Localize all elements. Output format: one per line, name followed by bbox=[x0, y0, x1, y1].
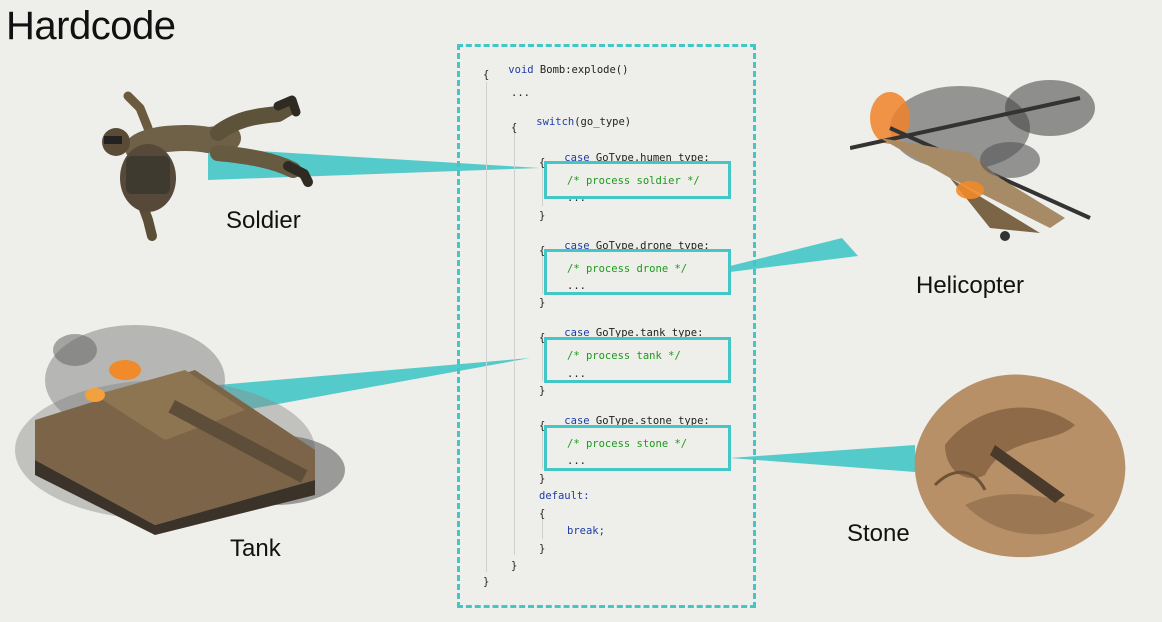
keyword: switch bbox=[536, 116, 575, 128]
code-brace: } bbox=[483, 576, 490, 588]
code-brace: { bbox=[539, 245, 546, 257]
code-brace: { bbox=[539, 508, 546, 520]
soldier-image bbox=[102, 91, 313, 241]
code-line-switch: switch(go_type) bbox=[511, 104, 631, 140]
indent-guide bbox=[542, 429, 543, 469]
code-ellipsis: ... bbox=[567, 455, 586, 467]
code-brace: } bbox=[539, 210, 546, 222]
code-default: default: bbox=[539, 490, 590, 502]
indent-guide bbox=[542, 341, 543, 381]
code-line-func: void Bomb:explode() bbox=[483, 52, 628, 88]
case-value: GoType.tank_type: bbox=[595, 327, 704, 339]
function-signature: Bomb:explode() bbox=[539, 64, 629, 76]
highlight-stone bbox=[544, 425, 731, 471]
code-brace: { bbox=[511, 122, 518, 134]
code-frame bbox=[457, 44, 756, 608]
indent-guide bbox=[542, 517, 543, 539]
code-brace: { bbox=[539, 420, 546, 432]
comment-drone: /* process drone */ bbox=[567, 263, 688, 275]
code-break: break; bbox=[567, 525, 605, 537]
code-line-case-stone: case GoType.stone_type: bbox=[539, 403, 710, 439]
stone-label: Stone bbox=[847, 520, 910, 547]
helicopter-label: Helicopter bbox=[916, 272, 1025, 299]
comment-tank: /* process tank */ bbox=[567, 350, 681, 362]
indent-guide bbox=[486, 82, 487, 572]
code-brace: { bbox=[483, 69, 490, 81]
soldier-label: Soldier bbox=[226, 207, 301, 234]
indent-guide bbox=[542, 254, 543, 294]
helicopter-image bbox=[850, 80, 1095, 241]
connector-tank bbox=[218, 358, 530, 415]
code-brace: } bbox=[511, 560, 518, 572]
code-brace: } bbox=[539, 297, 546, 309]
case-value: GoType.stone_type: bbox=[595, 415, 710, 427]
connector-helicopter bbox=[730, 238, 858, 272]
switch-arg: (go_type) bbox=[574, 116, 632, 128]
connector-stone bbox=[730, 445, 915, 472]
code-brace: } bbox=[539, 473, 546, 485]
keyword: case bbox=[564, 415, 590, 427]
comment-stone: /* process stone */ bbox=[567, 438, 688, 450]
code-brace: } bbox=[539, 543, 546, 555]
stone-image bbox=[914, 374, 1126, 558]
keyword: void bbox=[508, 64, 534, 76]
code-ellipsis: ... bbox=[511, 87, 530, 99]
code-brace: } bbox=[539, 385, 546, 397]
tank-image bbox=[15, 325, 345, 535]
slide-title: Hardcode bbox=[6, 4, 176, 48]
indent-guide bbox=[514, 130, 515, 555]
comment-soldier: /* process soldier */ bbox=[567, 175, 700, 187]
highlight-soldier bbox=[544, 161, 731, 199]
code-line-case-tank: case GoType.tank_type: bbox=[539, 315, 703, 351]
tank-label: Tank bbox=[230, 535, 281, 562]
highlight-tank bbox=[544, 337, 731, 383]
code-ellipsis: ... bbox=[567, 368, 586, 380]
code-ellipsis: ... bbox=[567, 280, 586, 292]
code-brace: { bbox=[539, 157, 546, 169]
keyword: case bbox=[564, 327, 590, 339]
indent-guide bbox=[542, 166, 543, 206]
code-brace: { bbox=[539, 332, 546, 344]
highlight-drone bbox=[544, 249, 731, 295]
